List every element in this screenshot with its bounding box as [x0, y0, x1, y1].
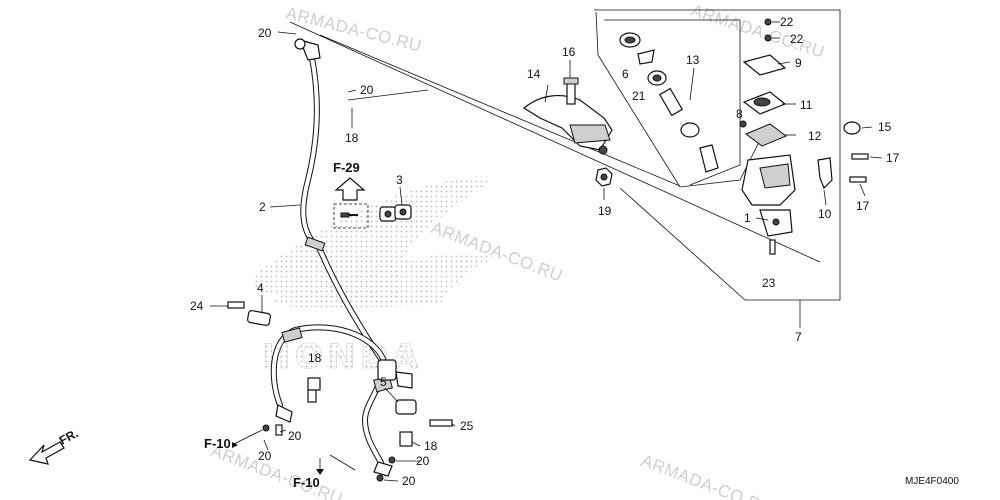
callout-label: 20: [288, 429, 302, 443]
callout-label: 16: [562, 45, 576, 59]
callout-label: 4: [257, 281, 264, 295]
callout-label: 10: [818, 207, 832, 221]
reservoir-cover-parts: [739, 18, 787, 147]
callout-label: 12: [808, 129, 822, 143]
pivot-nut: [595, 167, 613, 187]
callout-label: 21: [632, 89, 646, 103]
callout-label: 18: [308, 351, 322, 365]
callout-label: 19: [598, 204, 612, 218]
callout-label: 17: [886, 151, 900, 165]
brake-lever: [522, 94, 613, 155]
callout-label: 1: [744, 211, 751, 225]
callout-label: 22: [780, 15, 794, 29]
callout-label: 20: [416, 454, 430, 468]
callout-label: 25: [460, 419, 474, 433]
ref-label-f10: F-10: [204, 436, 231, 451]
callout-label: 17: [856, 199, 870, 213]
callout-label: 2: [259, 200, 266, 214]
pivot-bolt: [563, 77, 579, 105]
honda-logo-text: HONDA: [262, 337, 422, 377]
callout-label: 5: [380, 375, 387, 389]
callout-label: 6: [622, 67, 629, 81]
callout-label: 20: [258, 26, 272, 40]
callout-label: 18: [424, 439, 438, 453]
callout-label: 11: [800, 98, 813, 112]
diagram-code: MJE4F0400: [905, 476, 959, 487]
assembly-outline: [289, 9, 841, 301]
hose-clamp-part: [379, 204, 412, 222]
front-direction-arrow: FR.: [28, 426, 80, 465]
ref-label-f29: F-29: [333, 160, 360, 175]
callout-label: 20: [258, 449, 272, 463]
ref-f29-box: [333, 177, 369, 229]
master-cylinder-body: [741, 154, 796, 237]
callout-label: 15: [878, 120, 892, 134]
piston-kit-parts: [619, 32, 719, 173]
lower-fittings: [227, 301, 453, 482]
callout-label: 9: [795, 56, 802, 70]
callout-labels: 20 20 18 2 3 14 16 19 6 21 13 22 22 9 11…: [190, 15, 900, 488]
callout-label: 8: [736, 107, 743, 121]
switch-and-holder: [769, 121, 869, 255]
callout-label: 7: [795, 330, 802, 344]
callout-label: 3: [396, 173, 403, 187]
callout-label: 20: [360, 83, 374, 97]
leader-lines: [210, 21, 883, 482]
brake-hose-lower: [270, 324, 413, 477]
callout-label: 23: [762, 276, 776, 290]
callout-label: 24: [190, 299, 204, 313]
reference-labels: F-29 F-10 F-10: [204, 160, 360, 490]
callout-label: 18: [345, 131, 359, 145]
watermark: ARMADA-CO.RU: [639, 451, 776, 500]
callout-label: 20: [402, 474, 416, 488]
ref-label-f10: F-10: [293, 475, 320, 490]
callout-label: 13: [686, 53, 700, 67]
callout-label: 22: [790, 32, 804, 46]
callout-label: 14: [527, 67, 541, 81]
